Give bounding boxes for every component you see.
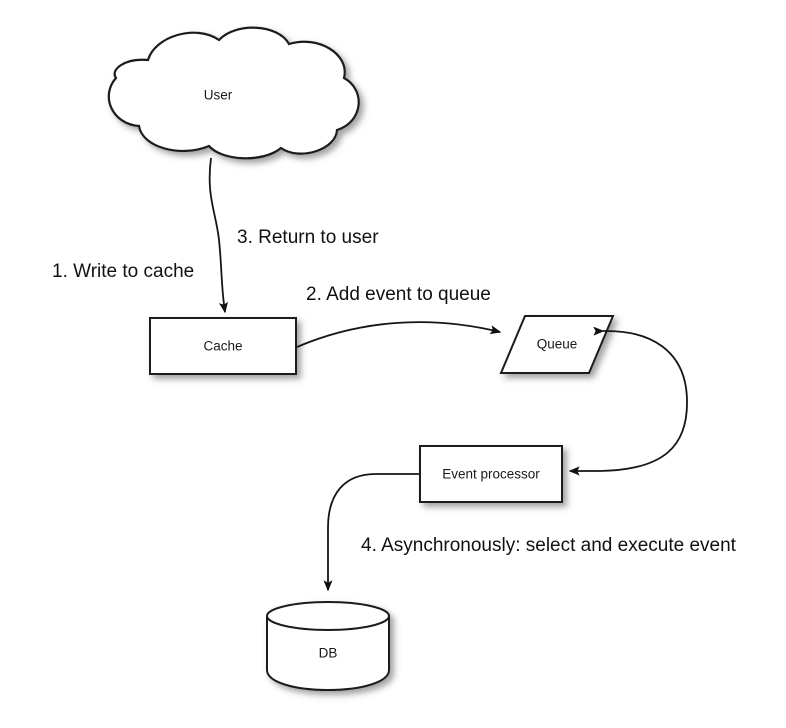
node-event-processor-label: Event processor — [442, 467, 540, 482]
edge-queue-event-processor — [568, 326, 688, 476]
step-label-2: 2. Add event to queue — [306, 284, 491, 305]
node-queue-label: Queue — [537, 337, 578, 352]
node-db[interactable]: DB — [266, 601, 390, 692]
node-user[interactable]: User — [107, 26, 360, 160]
step-label-4: 4. Asynchronously: select and execute ev… — [361, 535, 737, 556]
edge-event-processor-to-db — [323, 473, 419, 592]
node-db-label: DB — [319, 646, 338, 661]
node-cache[interactable]: Cache — [149, 317, 297, 375]
step-label-1: 1. Write to cache — [52, 261, 194, 282]
step-label-3: 3. Return to user — [237, 227, 379, 248]
edge-user-to-cache — [208, 157, 228, 314]
node-user-label: User — [204, 88, 233, 103]
edge-cache-to-queue — [296, 321, 502, 348]
node-queue[interactable]: Queue — [499, 315, 615, 374]
node-cache-label: Cache — [203, 339, 242, 354]
node-event-processor[interactable]: Event processor — [419, 445, 563, 503]
